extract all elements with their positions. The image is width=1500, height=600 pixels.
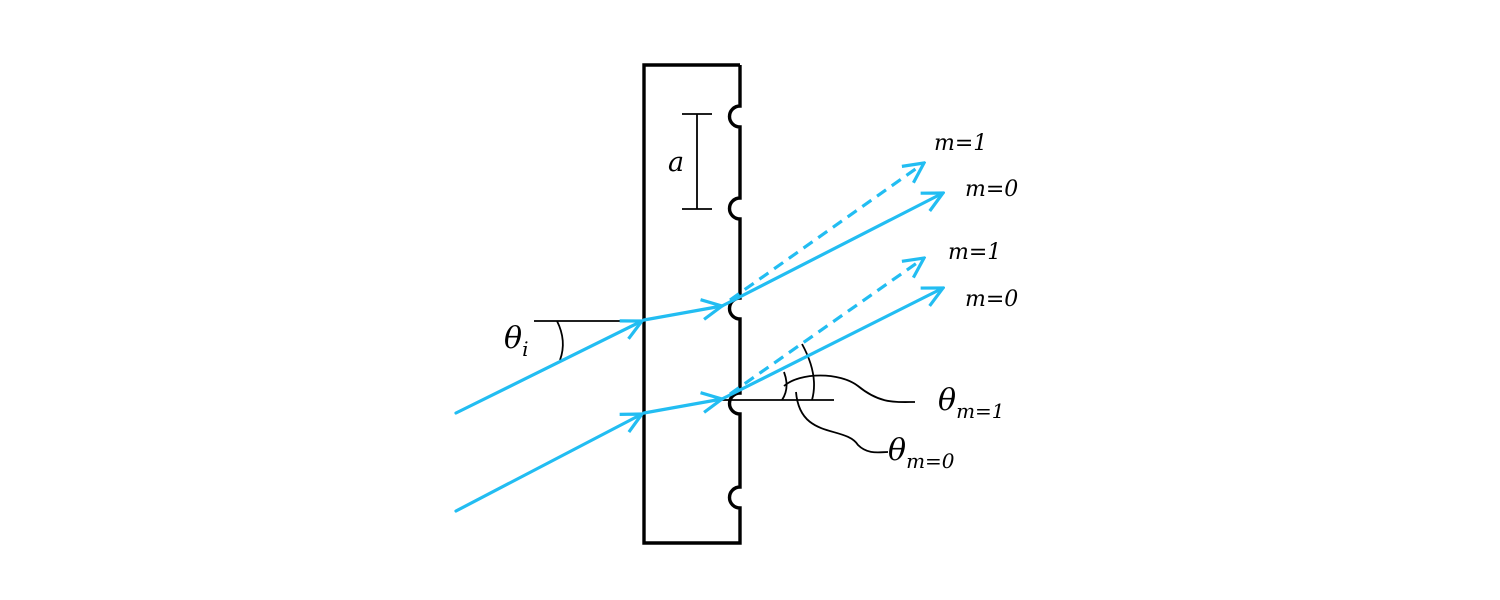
theta-i-label: θi [504, 321, 528, 361]
ray-lower-m0 [720, 288, 943, 401]
label-upper-m0: m=0 [965, 177, 1018, 202]
theta-m1-subscript: m=1 [956, 399, 1004, 423]
theta-m0-label: θm=0 [888, 433, 955, 473]
internal-ray-lower [642, 399, 722, 415]
theta-m0-leader [795, 391, 889, 454]
ray-group [454, 163, 943, 513]
theta-i-arc [556, 320, 564, 361]
theta-m0-arc [781, 371, 788, 401]
theta-m0-symbol: θ [888, 433, 906, 468]
label-lower-m1: m=1 [948, 240, 1001, 265]
ray-lower-m1 [729, 258, 924, 396]
ray-upper-m1 [729, 163, 924, 302]
spacing-label: a [668, 147, 684, 178]
label-lower-m0: m=0 [965, 287, 1018, 312]
incident-ray-upper [454, 321, 642, 415]
theta-i-symbol: θ [504, 321, 522, 356]
theta-i-subscript: i [522, 337, 528, 361]
grating-plate [642, 63, 742, 545]
spacing-dimension: a [668, 113, 712, 210]
theta-m1-symbol: θ [938, 383, 956, 418]
ray-upper-m0 [720, 193, 943, 308]
incident-ray-lower [454, 414, 642, 513]
label-upper-m1: m=1 [934, 131, 987, 156]
theta-m1-label: θm=1 [938, 383, 1005, 423]
theta-m0-subscript: m=0 [906, 449, 955, 473]
theta-m1-leader [783, 374, 916, 403]
internal-ray-upper [642, 306, 722, 322]
theta-m1-arc [801, 343, 815, 401]
